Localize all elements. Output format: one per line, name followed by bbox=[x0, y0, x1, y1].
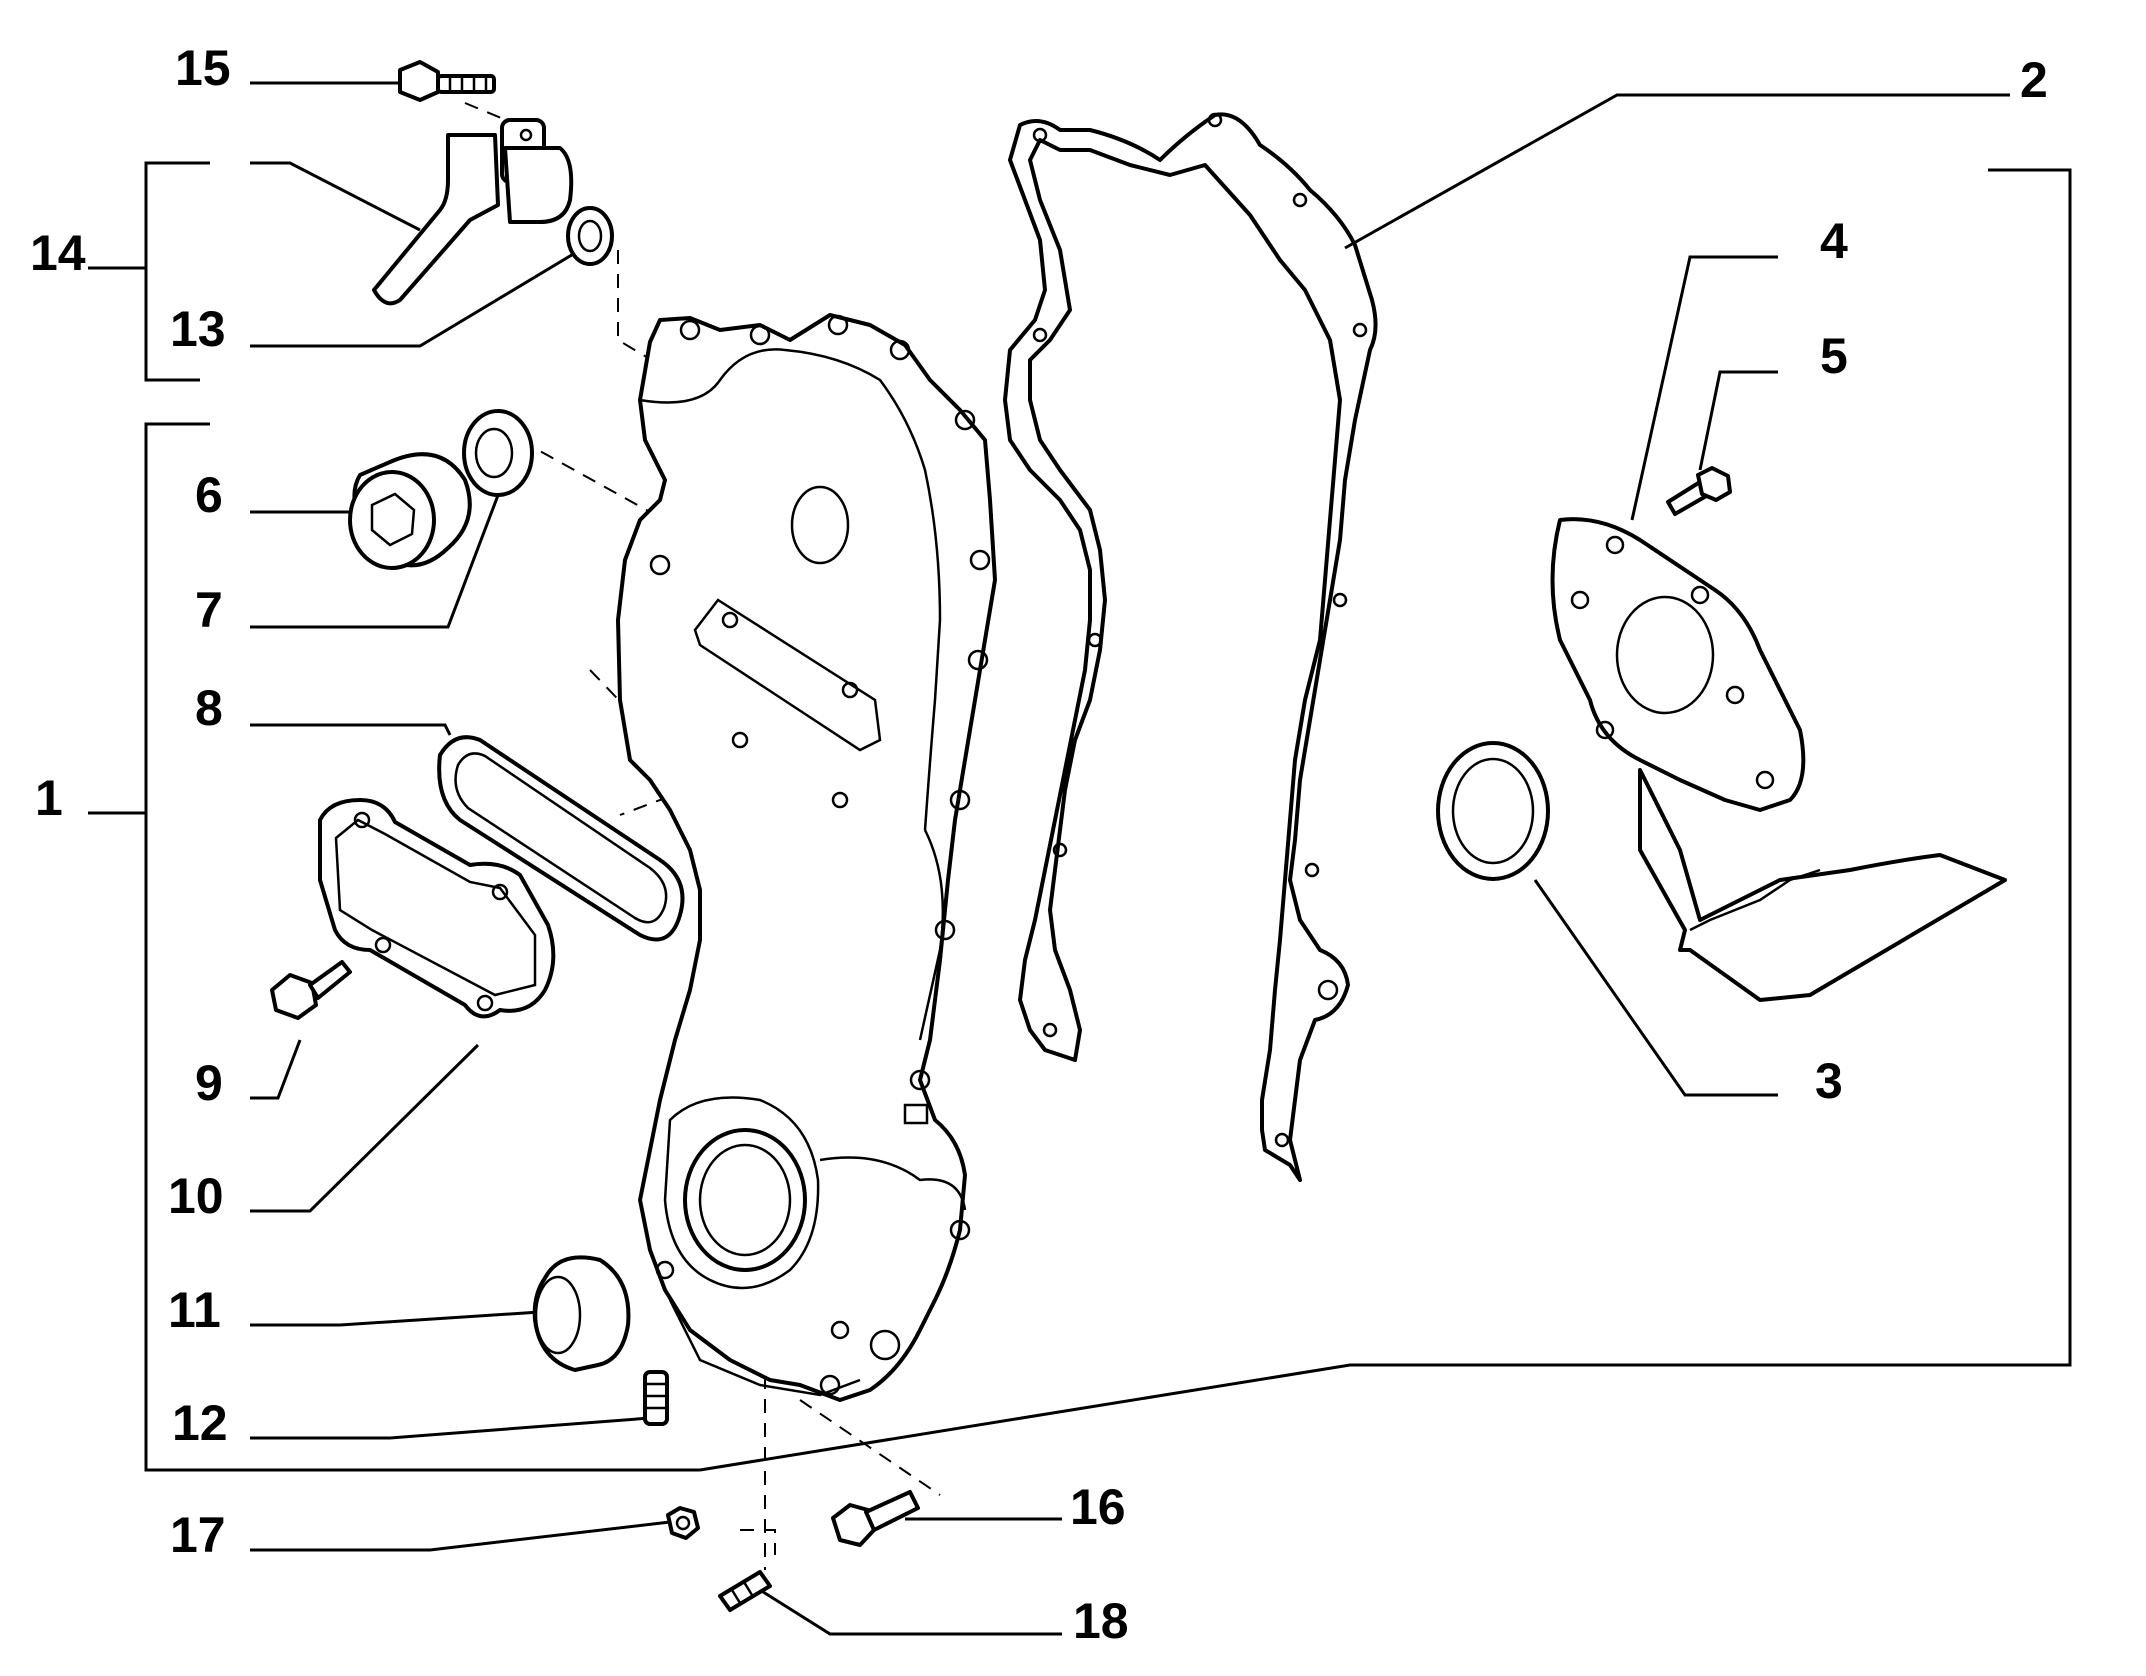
callout-4: 4 bbox=[1820, 213, 1848, 269]
callout-6: 6 bbox=[195, 467, 223, 523]
callout-16: 16 bbox=[1070, 1479, 1126, 1535]
pipe-union-part-14 bbox=[372, 118, 574, 306]
bolt-small-part-5 bbox=[1666, 466, 1732, 516]
callout-12: 12 bbox=[172, 1395, 228, 1451]
hex-bolt-part-9 bbox=[270, 960, 352, 1020]
seal-ring-part-13 bbox=[566, 206, 614, 266]
callout-11: 11 bbox=[168, 1282, 221, 1338]
stud-short-part-18 bbox=[718, 1570, 772, 1612]
gasket-ring-part-8 bbox=[437, 735, 685, 942]
callout-13: 13 bbox=[170, 301, 226, 357]
rear-cover-part-4 bbox=[1550, 517, 2007, 1002]
plug-part-6 bbox=[348, 452, 472, 570]
callout-17: 17 bbox=[170, 1507, 226, 1563]
cover-plate-part-10 bbox=[318, 798, 556, 1019]
callout-18: 18 bbox=[1073, 1593, 1129, 1649]
callout-14: 14 bbox=[30, 225, 86, 281]
callout-2: 2 bbox=[2020, 52, 2048, 108]
callout-8: 8 bbox=[195, 680, 223, 736]
callout-15: 15 bbox=[175, 40, 231, 96]
washer-part-7 bbox=[462, 409, 534, 497]
callout-5: 5 bbox=[1820, 328, 1848, 384]
nut-part-17 bbox=[666, 1506, 700, 1540]
front-oil-seal-part-11 bbox=[532, 1255, 631, 1372]
group-brackets bbox=[88, 161, 2072, 1472]
callout-10: 10 bbox=[168, 1168, 224, 1224]
oil-seal-part-3 bbox=[1436, 741, 1550, 881]
leader-lines bbox=[250, 81, 2010, 1636]
flange-bolt-part-15 bbox=[398, 60, 496, 102]
callout-7: 7 bbox=[195, 582, 223, 638]
timing-cover-part-1 bbox=[616, 313, 997, 1402]
callout-labels: 15 14 13 6 7 8 1 9 10 11 12 17 16 18 2 4… bbox=[30, 40, 2048, 1649]
callout-9: 9 bbox=[195, 1055, 223, 1111]
callout-1: 1 bbox=[35, 770, 63, 826]
stud-part-12 bbox=[643, 1370, 669, 1426]
flange-bolt-part-16 bbox=[831, 1490, 920, 1547]
callout-3: 3 bbox=[1815, 1053, 1843, 1109]
cover-gasket-part-2 bbox=[1003, 112, 1378, 1182]
